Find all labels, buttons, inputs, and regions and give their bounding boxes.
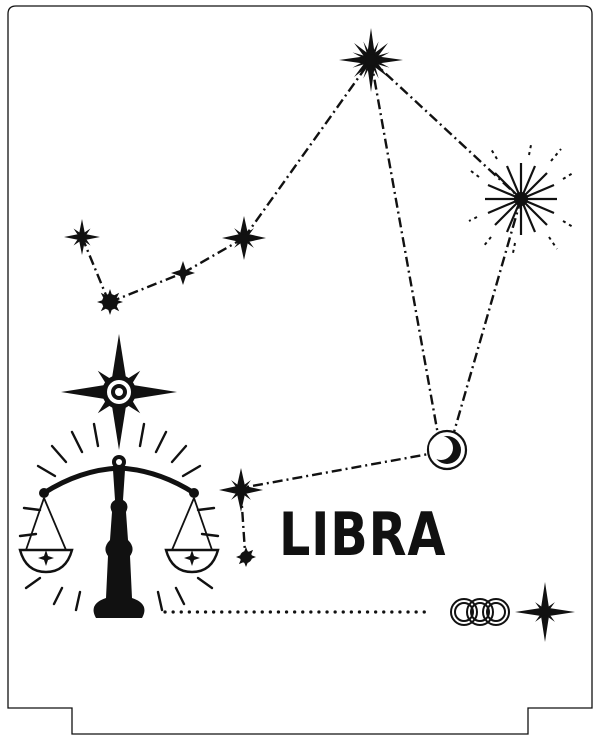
sparkle-star-icon <box>64 216 575 642</box>
pan-star-icon <box>184 550 200 566</box>
small-sun-star-icon <box>236 547 256 567</box>
compass-star-icon <box>61 334 177 450</box>
radiant-star-icon <box>468 144 574 254</box>
scales-of-justice-icon <box>18 422 220 618</box>
small-sun-star-icon <box>97 289 123 315</box>
zodiac-title: LIBRA <box>279 500 447 570</box>
crescent-moon-icon <box>426 429 468 471</box>
interlocking-rings-icon <box>450 598 510 626</box>
pan-star-icon <box>38 550 54 566</box>
card-outline <box>7 5 593 735</box>
star-burst-icon <box>339 28 403 92</box>
constellation-lines <box>80 59 523 553</box>
